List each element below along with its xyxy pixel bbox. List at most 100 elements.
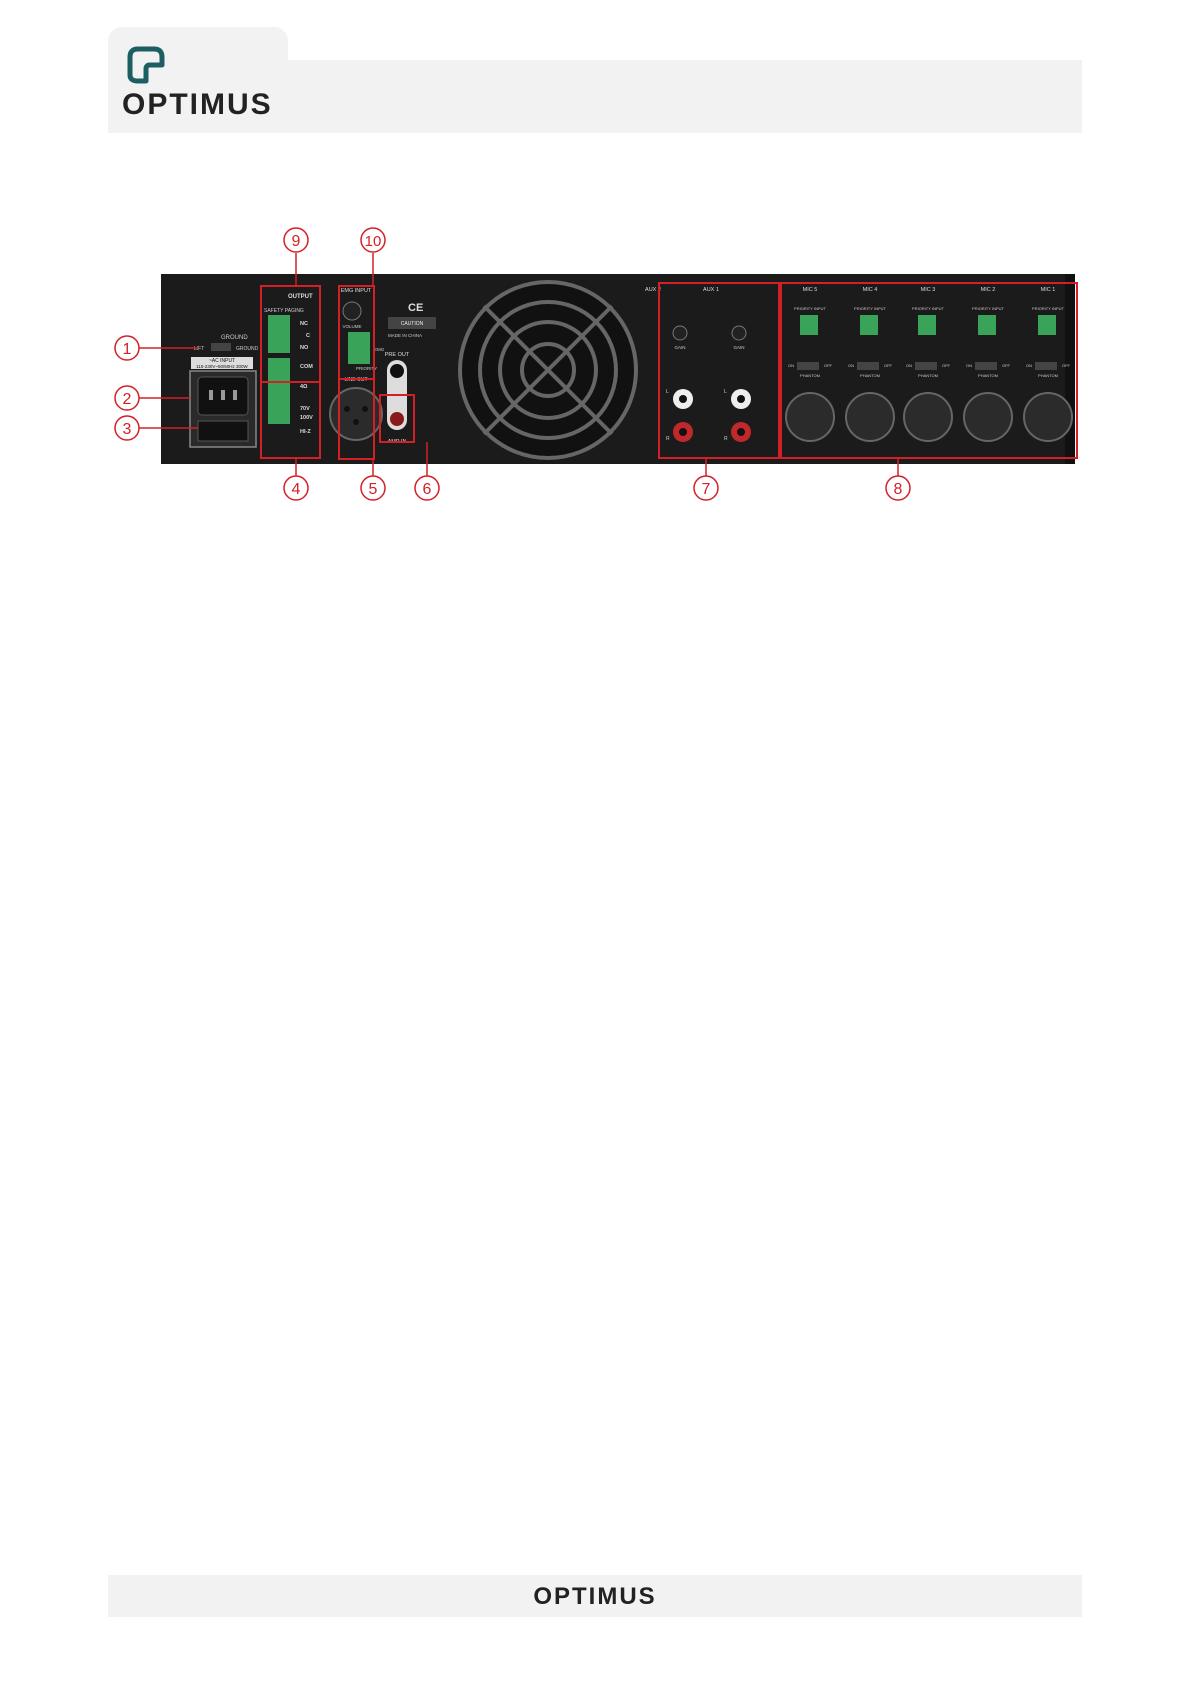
priority-input-terminal[interactable] — [918, 315, 936, 335]
phantom-switch[interactable] — [1035, 362, 1057, 370]
pre-out-label: PRE OUT — [385, 352, 410, 358]
callout-circle — [283, 475, 309, 501]
priority-input-terminal[interactable] — [860, 315, 878, 335]
footer-brand: OPTIMUS — [533, 1583, 657, 1610]
priority-input-label: PRIORITY INPUT — [972, 306, 1004, 311]
optimus-logo-icon — [127, 46, 165, 84]
off-label: OFF — [1062, 363, 1071, 368]
off-label: OFF — [884, 363, 893, 368]
priority-input-label: PRIORITY INPUT — [1032, 306, 1064, 311]
priority-input-terminal[interactable] — [978, 315, 996, 335]
callout-circle — [114, 335, 140, 361]
mic-xlr-connector[interactable] — [963, 392, 1013, 442]
callout-circle — [885, 475, 911, 501]
phantom-switch[interactable] — [975, 362, 997, 370]
emg-input-label: EMG INPUT — [341, 288, 372, 294]
amplifier-rear-panel-figure: GROUND LIFT GROUND ~AC INPUT 115-230V~50… — [108, 220, 1082, 510]
ce-mark: CE — [408, 302, 423, 314]
callout-number: 1 — [123, 341, 132, 358]
phantom-switch[interactable] — [857, 362, 879, 370]
caution-label-plate — [388, 317, 436, 329]
aux1-gain-knob[interactable] — [731, 325, 747, 341]
mic-1-channel: MIC 1 PRIORITY INPUT ON OFF PHANTOM — [1023, 287, 1073, 442]
priority-input-label: PRIORITY INPUT — [912, 306, 944, 311]
phantom-label: PHANTOM — [1038, 373, 1058, 378]
box-6 — [379, 394, 415, 443]
emg-label: EMG — [374, 347, 385, 352]
aux2-right-label: R — [666, 436, 670, 442]
callout-circle — [283, 227, 309, 253]
callout-number: 5 — [369, 481, 378, 498]
ground-label: GROUND — [221, 335, 248, 341]
off-label: OFF — [824, 363, 833, 368]
callout-number: 9 — [292, 233, 301, 250]
v70-label: 70V — [300, 406, 310, 412]
off-label: OFF — [1002, 363, 1011, 368]
mic-4-channel: MIC 4 PRIORITY INPUT ON OFF PHANTOM — [845, 287, 895, 442]
phantom-switch[interactable] — [797, 362, 819, 370]
callout-number: 3 — [123, 421, 132, 438]
callout-circle — [360, 475, 386, 501]
priority-input-terminal[interactable] — [1038, 315, 1056, 335]
line-out-xlr-connector[interactable] — [329, 387, 383, 441]
on-label: ON — [906, 363, 912, 368]
aux1-gain-label: GAIN — [733, 345, 744, 350]
box-8 — [780, 282, 1078, 459]
callout-circle — [114, 385, 140, 411]
callout-circle — [414, 475, 440, 501]
com-label: COM — [300, 364, 313, 370]
ground-switch[interactable] — [211, 343, 231, 351]
made-in-label: MADE IN CHINA — [388, 333, 422, 338]
mic-inputs: MIC 5 PRIORITY INPUT ON OFF PHANTOM MIC … — [785, 287, 1073, 442]
fuse-holder[interactable] — [197, 420, 249, 442]
hiz-label: HI-Z — [300, 429, 311, 435]
box-5 — [338, 378, 375, 460]
off-label: OFF — [942, 363, 951, 368]
callout-circle — [114, 415, 140, 441]
on-label: ON — [848, 363, 854, 368]
nc-label: NC — [300, 321, 308, 327]
footer-bar: OPTIMUS — [108, 1575, 1082, 1617]
callout-number: 7 — [702, 481, 711, 498]
safety-paging-label: SAFETY PAGING — [264, 308, 304, 314]
caution-label: CAUTION — [401, 321, 424, 327]
ohm4-label: 4Ω — [300, 384, 308, 390]
box-7 — [658, 282, 780, 459]
emg-terminal[interactable] — [348, 332, 370, 364]
speaker-output-terminal[interactable] — [268, 358, 290, 424]
output-label: OUTPUT — [288, 294, 313, 300]
callout-circle — [360, 227, 386, 253]
safety-paging-terminal[interactable] — [268, 315, 290, 353]
mic-label: MIC 3 — [921, 287, 936, 293]
aux2-gain-knob[interactable] — [672, 325, 688, 341]
phantom-switch[interactable] — [915, 362, 937, 370]
emg-priority-label: PRIORITY — [356, 366, 377, 371]
no-label: NO — [300, 345, 309, 351]
mic-xlr-connector[interactable] — [785, 392, 835, 442]
phantom-label: PHANTOM — [800, 373, 820, 378]
priority-input-terminal[interactable] — [800, 315, 818, 335]
on-label: ON — [788, 363, 794, 368]
mic-5-channel: MIC 5 PRIORITY INPUT ON OFF PHANTOM — [785, 287, 835, 442]
header-brand: OPTIMUS — [122, 88, 273, 121]
mic-xlr-connector[interactable] — [903, 392, 953, 442]
phantom-label: PHANTOM — [978, 373, 998, 378]
callout-lines — [130, 253, 899, 476]
on-label: ON — [1026, 363, 1032, 368]
aux1-right-label: R — [724, 436, 728, 442]
aux2-gain-label: GAIN — [674, 345, 685, 350]
mic-xlr-connector[interactable] — [1023, 392, 1073, 442]
mic-label: MIC 2 — [981, 287, 996, 293]
mic-xlr-connector[interactable] — [845, 392, 895, 442]
aux1-label: AUX 1 — [703, 287, 719, 293]
phantom-label: PHANTOM — [918, 373, 938, 378]
mic-label: MIC 1 — [1041, 287, 1056, 293]
priority-input-label: PRIORITY INPUT — [854, 306, 886, 311]
mic-2-channel: MIC 2 PRIORITY INPUT ON OFF PHANTOM — [963, 287, 1013, 442]
mic-label: MIC 5 — [803, 287, 818, 293]
callout-number: 10 — [365, 233, 382, 250]
emg-volume-knob[interactable] — [342, 301, 362, 321]
callout-circle — [693, 475, 719, 501]
ac-input-label: ~AC INPUT — [209, 358, 235, 364]
aux1-left-label: L — [724, 389, 727, 395]
